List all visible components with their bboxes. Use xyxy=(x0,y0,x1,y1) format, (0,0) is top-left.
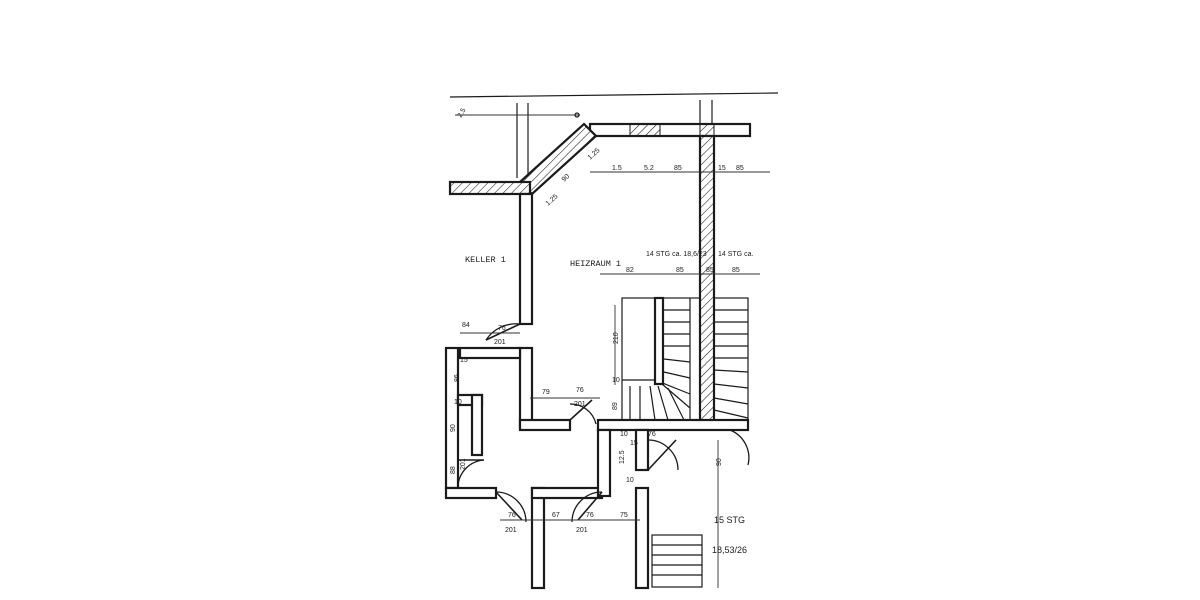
reference-point xyxy=(574,112,580,118)
dim-label: 10 xyxy=(612,377,620,384)
dim-label: 201 xyxy=(576,527,588,534)
wall-hatch xyxy=(700,136,714,426)
dim-label: 1.25 xyxy=(587,147,602,161)
dim-label: 85 xyxy=(732,267,740,274)
dim-label: 201 xyxy=(494,339,506,346)
dim-label: 12.5 xyxy=(619,450,626,464)
door-left-lower xyxy=(457,459,485,487)
wall-niche-v xyxy=(470,393,484,457)
wall-keller-bottom xyxy=(458,346,522,360)
wall-hatch xyxy=(629,123,661,137)
stair-label-ratio: 18,53/26 xyxy=(712,545,747,555)
wall-top xyxy=(588,122,752,138)
dim-label: 15 xyxy=(460,357,468,364)
dim-label: 76 xyxy=(508,512,516,519)
dim-label: 1.5 xyxy=(612,165,622,172)
door-heizraum xyxy=(569,399,597,425)
door-corridor-a xyxy=(495,491,527,523)
dim-label: 201 xyxy=(460,458,467,470)
staircase-right xyxy=(713,297,749,421)
dim-label: 15 xyxy=(630,440,638,447)
dim-label: 90 xyxy=(450,424,457,432)
reference-line xyxy=(449,92,779,98)
wall-corridor-right xyxy=(634,486,650,590)
wall-corridor-right-upper xyxy=(634,428,650,472)
dim-label: 85 xyxy=(674,165,682,172)
door-stair xyxy=(647,439,679,471)
wall-hatch xyxy=(699,123,715,137)
dim-label: 90 xyxy=(561,173,572,183)
dim-label: 85 xyxy=(736,165,744,172)
dim-label: 76 xyxy=(586,512,594,519)
wall-lower-left xyxy=(444,486,498,500)
wall-hatch xyxy=(450,182,530,194)
wall-corridor-top xyxy=(530,486,604,500)
dim-label: 75 xyxy=(620,512,628,519)
dim-label: 82 xyxy=(626,267,634,274)
dim-label: 76 xyxy=(498,325,506,332)
dim-label: 85 xyxy=(676,267,684,274)
room-label-keller: KELLER 1 xyxy=(465,255,506,265)
staircase-lower xyxy=(651,534,703,588)
dim-label: 210 xyxy=(613,332,620,344)
stair-label-count: 15 STG xyxy=(714,515,745,525)
dim-label: 15 xyxy=(718,165,726,172)
wall-diagonal-hatch xyxy=(520,124,596,194)
wall-heizraum-bottom-right xyxy=(596,418,750,432)
dim-label: 10 xyxy=(620,431,628,438)
room-label-heizraum: HEIZRAUM 1 xyxy=(570,259,621,269)
stair-label-upper-right: 14 STG ca. xyxy=(718,251,753,258)
dim-label: 90 xyxy=(716,458,723,466)
wall-heizraum-left xyxy=(518,192,534,326)
wall-corridor-left xyxy=(530,486,546,590)
door-right xyxy=(729,429,750,466)
dim-label: 1.25 xyxy=(545,193,560,207)
dim-label: 201 xyxy=(505,527,517,534)
wall-heizraum-left-lower xyxy=(518,346,534,430)
dim-label: 10 xyxy=(454,399,462,406)
dim-label: 10 xyxy=(626,477,634,484)
dim-label: 79 xyxy=(542,389,550,396)
dim-label: 67 xyxy=(552,512,560,519)
dim-label: 85 xyxy=(706,267,714,274)
dim-label: 76 xyxy=(648,431,656,438)
dim-label: 201 xyxy=(574,401,586,408)
wall-heizraum-bottom xyxy=(518,418,572,432)
door-corridor-b xyxy=(571,491,603,523)
stair-label-upper-left: 14 STG ca. 18,6/23 xyxy=(646,251,707,258)
dim-label: 89 xyxy=(612,402,619,410)
dim-label: 88 xyxy=(450,466,457,474)
dim-label: 86 xyxy=(454,374,461,382)
dim-label: 76 xyxy=(576,387,584,394)
dim-label: 84 xyxy=(462,322,470,329)
staircase-upper xyxy=(621,296,701,421)
dim-label: 5.2 xyxy=(644,165,654,172)
dim-label: 2.5 xyxy=(457,107,468,119)
wall-corridor-mid xyxy=(596,428,612,498)
door-keller xyxy=(485,323,521,341)
